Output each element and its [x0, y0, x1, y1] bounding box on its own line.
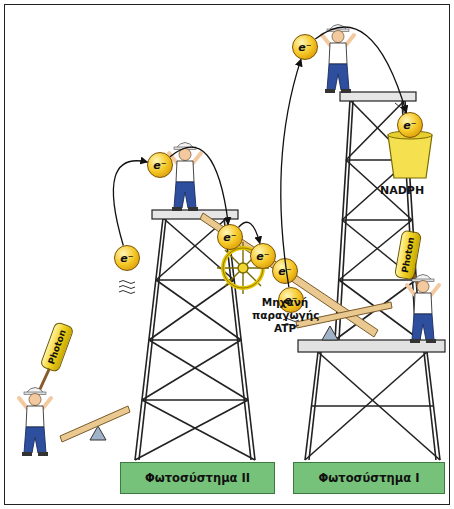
curved-arrow — [281, 59, 301, 287]
tower-brace — [156, 280, 241, 340]
node-text: e⁻ — [298, 41, 311, 54]
fulcrum — [322, 326, 338, 340]
electron-ball: e⁻ — [114, 245, 140, 271]
tower-platform — [298, 340, 445, 352]
wave-mark — [119, 286, 135, 289]
wave-mark — [119, 291, 135, 294]
photon-hammer-head: Photon — [39, 321, 74, 373]
electron-ball: e⁻ — [397, 112, 423, 138]
curved-arrow — [315, 27, 406, 112]
photosystem-base: Φωτοσύστημα II — [120, 462, 275, 494]
tower-brace — [156, 279, 234, 281]
node-text: Φωτοσύστημα I — [319, 471, 420, 485]
node-text: Φωτοσύστημα II — [145, 471, 250, 485]
electron-ball: e⁻ — [272, 258, 298, 284]
electron-ball: e⁻ — [292, 34, 318, 60]
tower-leg — [139, 218, 166, 460]
node-text: e⁻ — [403, 119, 416, 132]
tower-brace — [318, 352, 440, 460]
wave-mark — [119, 281, 135, 284]
tower-brace — [342, 219, 412, 221]
tower-brace — [142, 340, 241, 400]
node-text: e⁻ — [278, 265, 291, 278]
node-text: e⁻ — [120, 252, 133, 265]
wheel-hub — [238, 263, 248, 273]
seesaw-plank — [60, 406, 130, 442]
tower-platform — [152, 210, 238, 219]
tower-brace — [142, 399, 248, 401]
tower-brace — [149, 340, 248, 400]
worker — [19, 388, 51, 457]
tower-ps1 — [305, 100, 440, 460]
node-text: e⁻ — [153, 159, 166, 172]
node-text: e⁻ — [223, 231, 236, 244]
tower-brace — [135, 400, 248, 460]
photosystem-base: Φωτοσύστημα I — [293, 462, 445, 494]
worker — [169, 143, 201, 212]
bucket — [388, 135, 432, 178]
node-text: e⁻ — [256, 250, 269, 263]
ramp-plank — [200, 213, 378, 337]
worker — [322, 25, 354, 94]
tower-brace — [339, 279, 416, 281]
tower-brace — [311, 405, 433, 407]
node-text: Photon — [46, 328, 68, 365]
machine-label: Μηχανή παραγωγής ATP — [252, 296, 318, 335]
tower-brace — [149, 280, 234, 340]
curved-arrow — [170, 147, 228, 224]
tower-ps2 — [135, 218, 255, 460]
electron-ball: e⁻ — [147, 152, 173, 178]
tower-platform — [340, 92, 416, 101]
node-text: Photon — [400, 236, 416, 273]
tower-brace — [142, 400, 255, 460]
curved-arrow — [113, 161, 147, 246]
photon-hammer-head: Photon — [394, 230, 422, 281]
frame — [5, 5, 450, 505]
tower-brace — [149, 339, 241, 341]
tower-brace — [342, 220, 416, 280]
electron-ball: e⁻ — [217, 224, 243, 250]
product-label: NADPH — [380, 184, 430, 197]
tower-brace — [305, 352, 427, 460]
worker — [407, 275, 439, 344]
